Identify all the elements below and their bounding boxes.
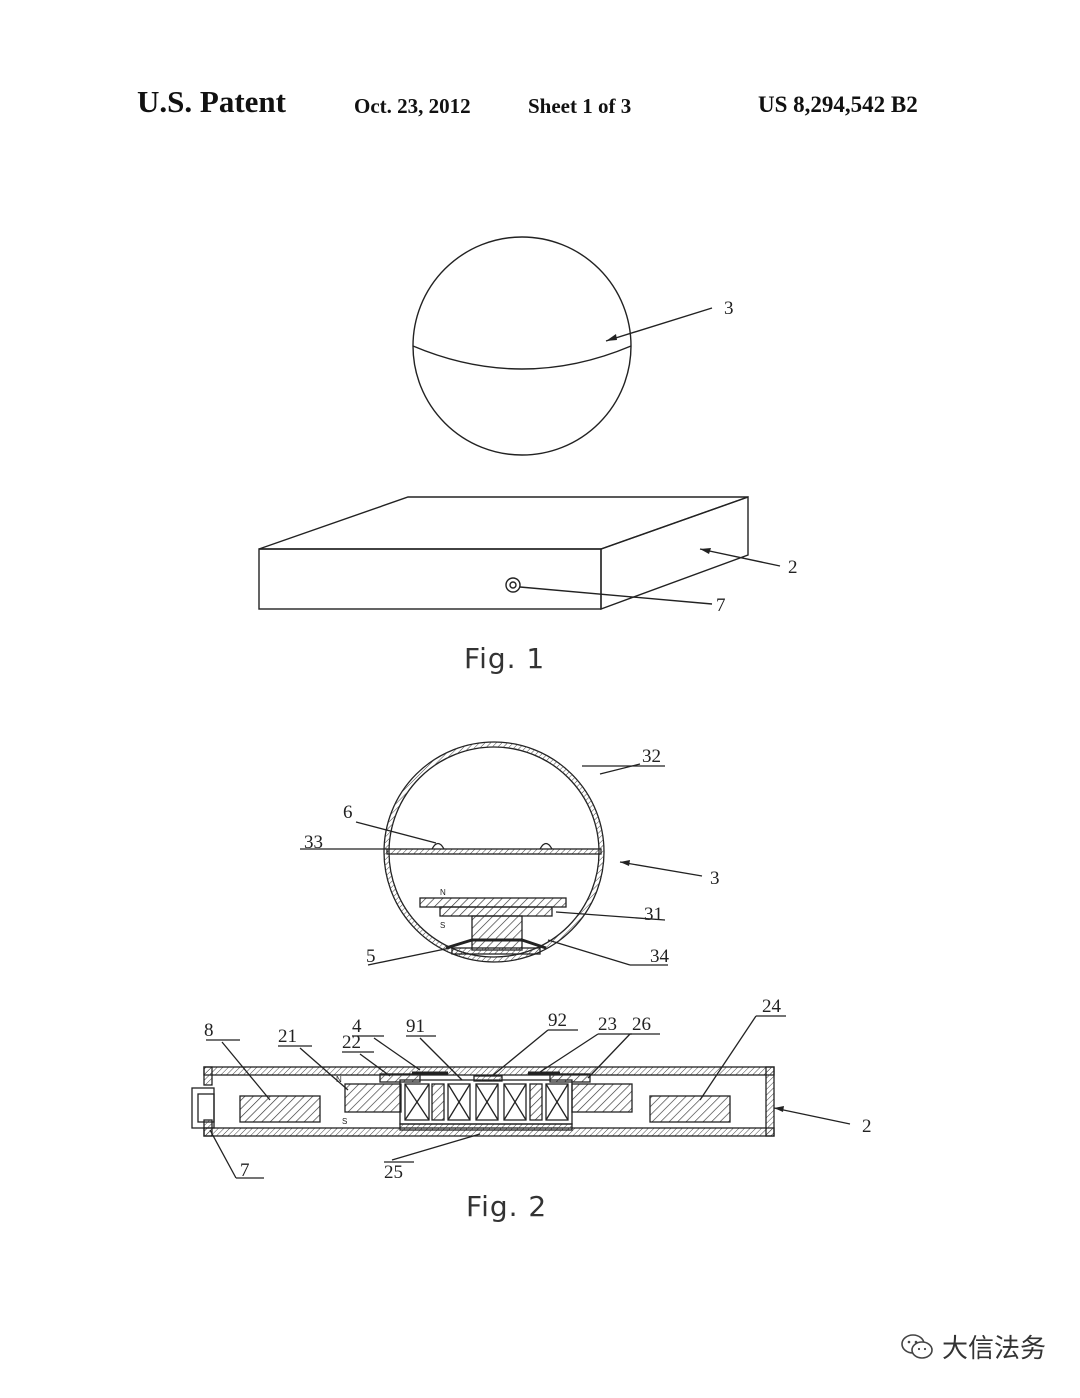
fig1-ref-3: 3	[724, 298, 734, 319]
fig2-sphere-section	[300, 741, 703, 966]
fig2-ref-7: 7	[240, 1160, 250, 1181]
patent-header-date: Oct. 23, 2012	[354, 94, 471, 118]
wechat-icon	[901, 1333, 933, 1359]
fig2-ref-91: 91	[406, 1016, 425, 1037]
fig1-leader-3	[605, 307, 713, 342]
patent-header-number: US 8,294,542 B2	[758, 92, 918, 117]
fig2-pole-s-top: S	[440, 921, 445, 930]
fig1-base-front	[258, 548, 602, 610]
fig1-label: Fig. 1	[464, 642, 545, 675]
fig2-pole-s-base: S	[342, 1117, 347, 1126]
fig2-ref-3: 3	[710, 868, 720, 889]
fig2-ref-92: 92	[548, 1010, 567, 1031]
fig2-ref-34: 34	[650, 946, 670, 967]
fig2-ref-26: 26	[632, 1014, 651, 1035]
fig1-leader-7	[519, 586, 713, 605]
fig1-base-side	[600, 496, 749, 611]
fig2-pole-n-base: N	[336, 1075, 342, 1084]
fig1-drawing	[258, 236, 781, 611]
fig2-label: Fig. 2	[466, 1190, 547, 1223]
fig2-ref-24: 24	[762, 996, 782, 1017]
fig2-base-section	[191, 1015, 851, 1179]
fig1-socket	[505, 577, 521, 593]
fig2-ref-33: 33	[304, 832, 323, 853]
fig2-ref-21: 21	[278, 1026, 297, 1047]
fig1-ref-2: 2	[788, 557, 798, 578]
fig1-sphere-equator	[412, 345, 632, 370]
fig2-ref-6: 6	[343, 802, 353, 823]
fig1-sphere	[412, 236, 632, 456]
fig2-ref-2: 2	[862, 1116, 872, 1137]
fig2-ref-25: 25	[384, 1162, 403, 1183]
fig2-ref-4: 4	[352, 1016, 362, 1037]
fig2-pole-n-top: N	[440, 888, 446, 897]
patent-header-sheet: Sheet 1 of 3	[528, 94, 632, 118]
fig1-leader-2	[699, 548, 781, 567]
fig2-ref-23: 23	[598, 1014, 617, 1035]
fig2-ref-32: 32	[642, 746, 661, 767]
fig2-ref-22: 22	[342, 1032, 361, 1053]
fig1-ref-7: 7	[716, 595, 726, 616]
watermark: 大信法务	[900, 1328, 1046, 1365]
patent-header-title: U.S. Patent	[137, 84, 286, 119]
fig2-ref-31: 31	[644, 904, 663, 925]
fig2-ref-5: 5	[366, 946, 376, 967]
watermark-text: 大信法务	[942, 1334, 1047, 1364]
fig2-ref-8: 8	[204, 1020, 214, 1041]
